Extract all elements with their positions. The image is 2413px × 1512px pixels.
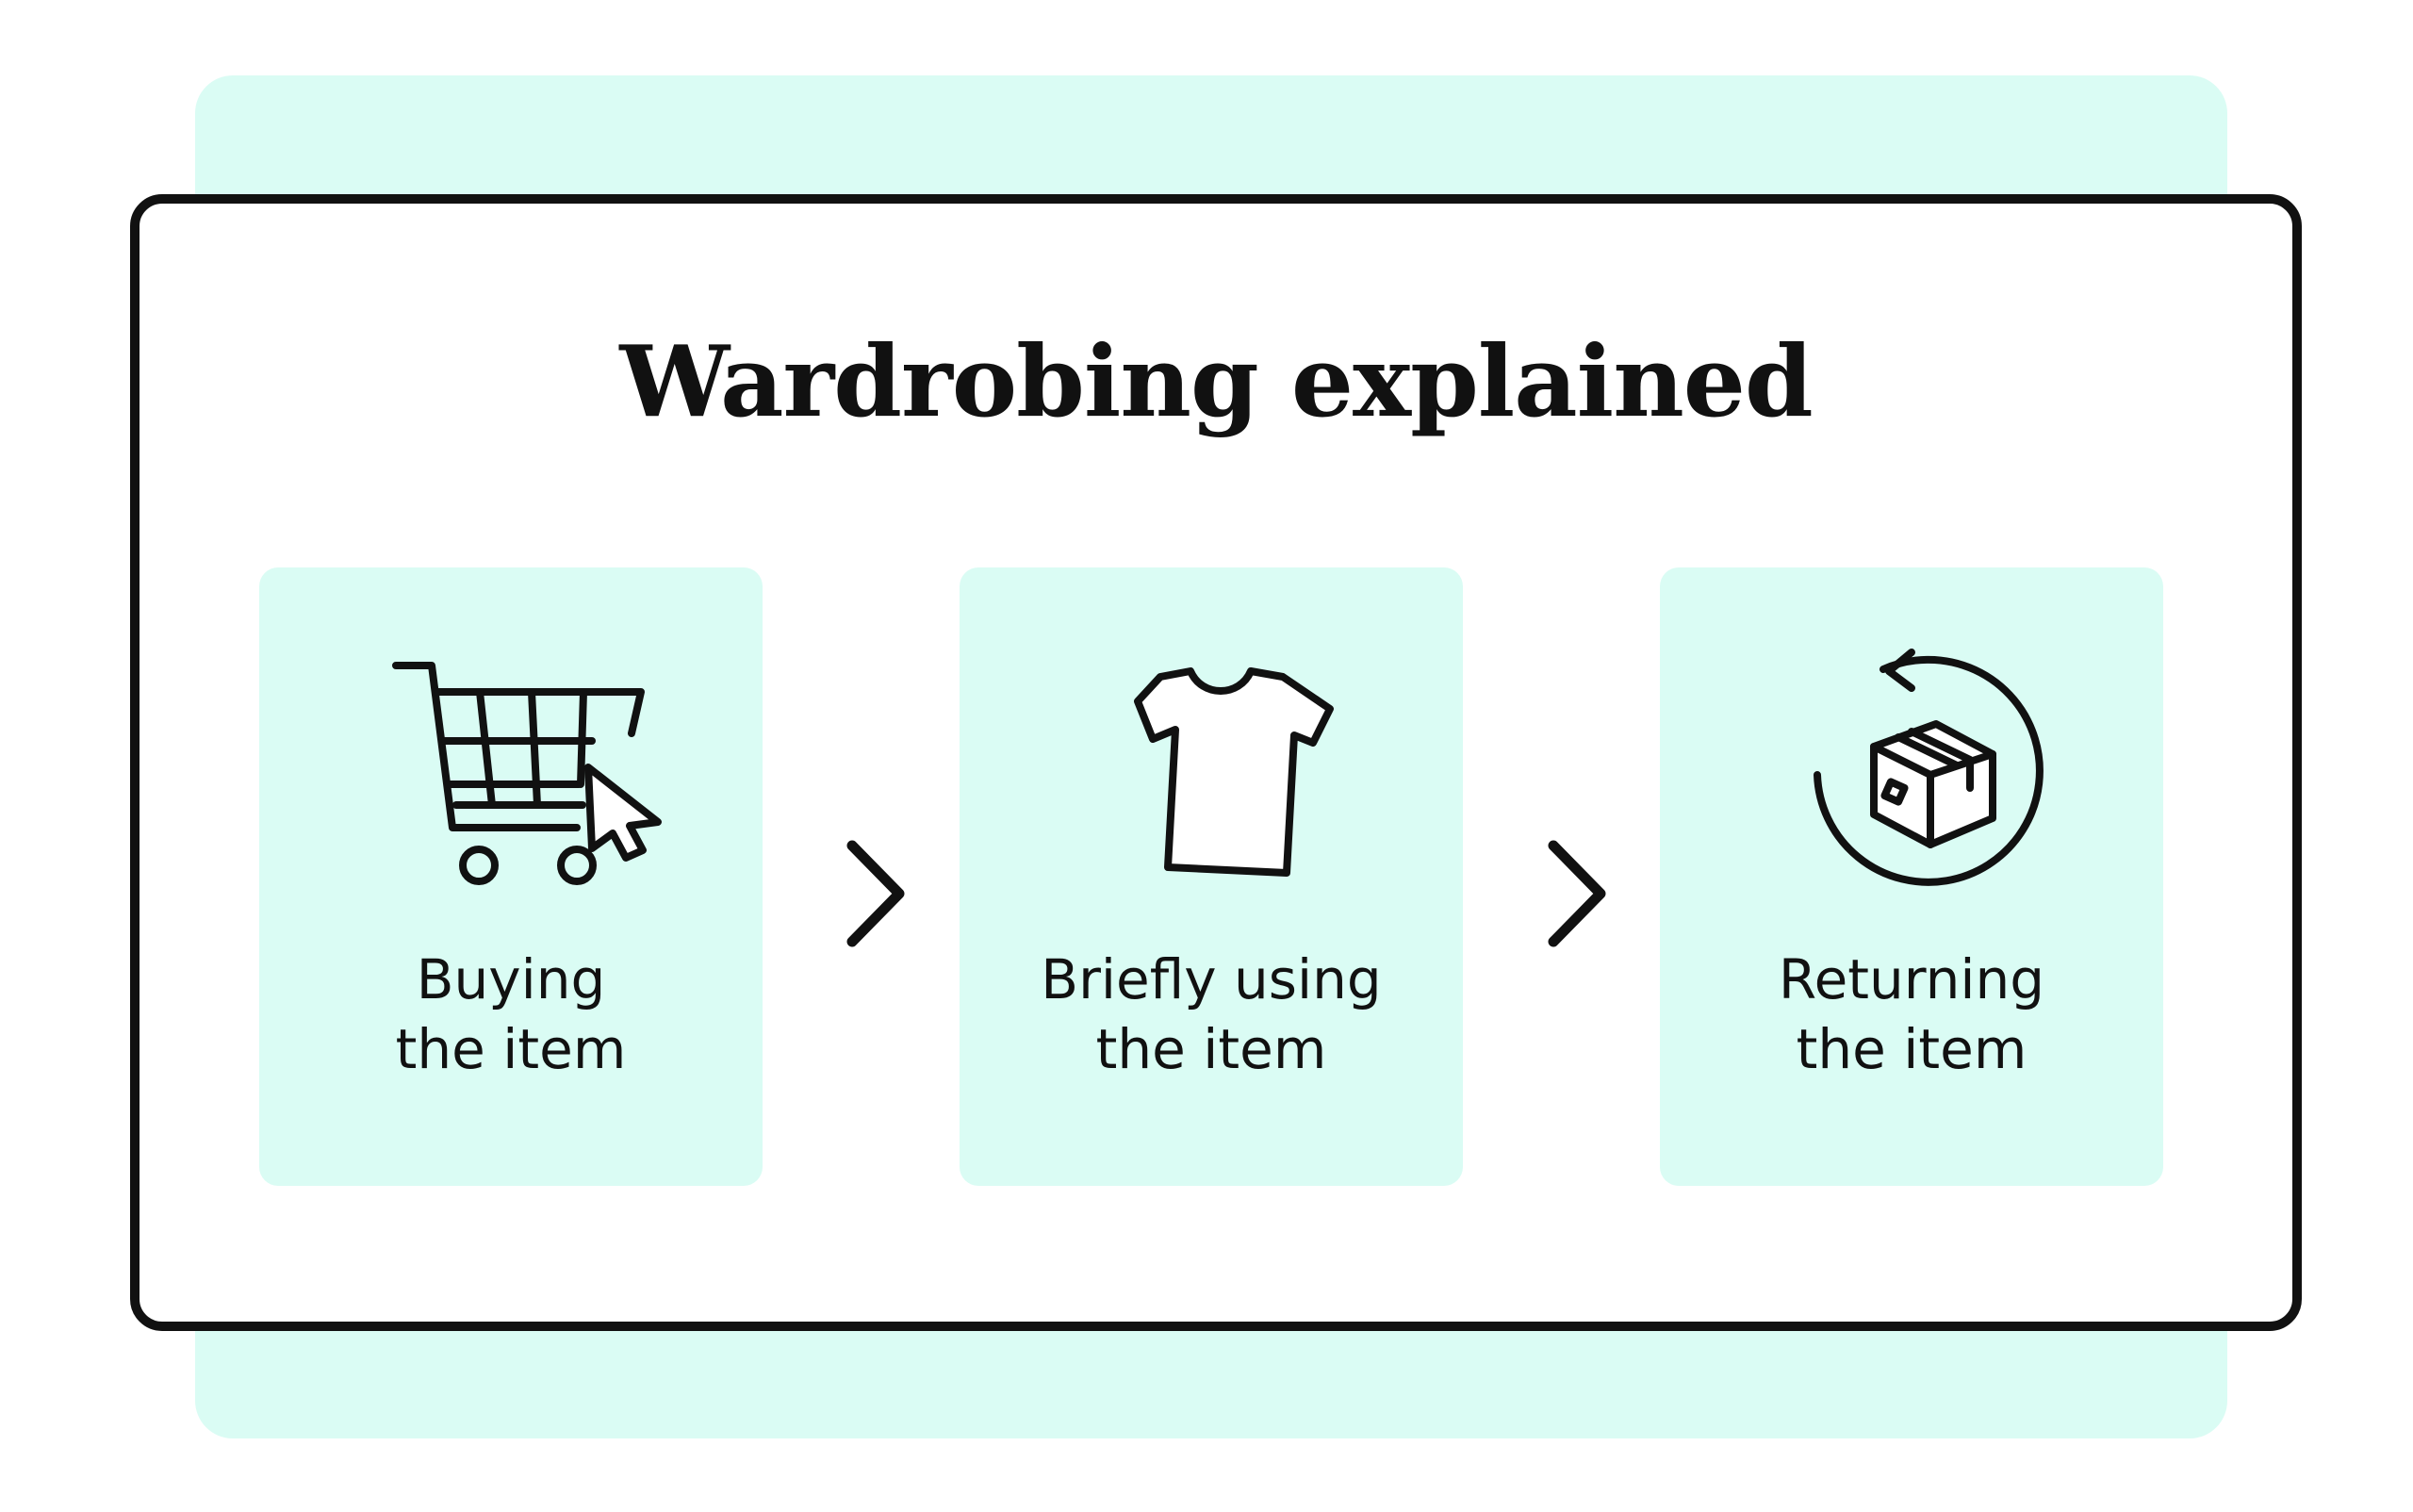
return-package-icon [1660, 643, 2163, 888]
t-shirt-icon [960, 643, 1463, 888]
chevron-right-icon [1538, 832, 1614, 955]
diagram-title: Wardrobing explained [619, 323, 1813, 439]
step-card-buying: Buying the item [259, 567, 763, 1186]
diagram-frame: Wardrobing explained Bu [130, 194, 2302, 1331]
step-label: Briefly using the item [1041, 947, 1382, 1081]
shopping-cart-with-cursor-icon [259, 643, 763, 888]
step-card-returning: Returning the item [1660, 567, 2163, 1186]
step-label: Buying the item [395, 947, 627, 1081]
step-card-using: Briefly using the item [960, 567, 1463, 1186]
step-label: Returning the item [1778, 947, 2045, 1081]
chevron-right-icon [837, 832, 912, 955]
